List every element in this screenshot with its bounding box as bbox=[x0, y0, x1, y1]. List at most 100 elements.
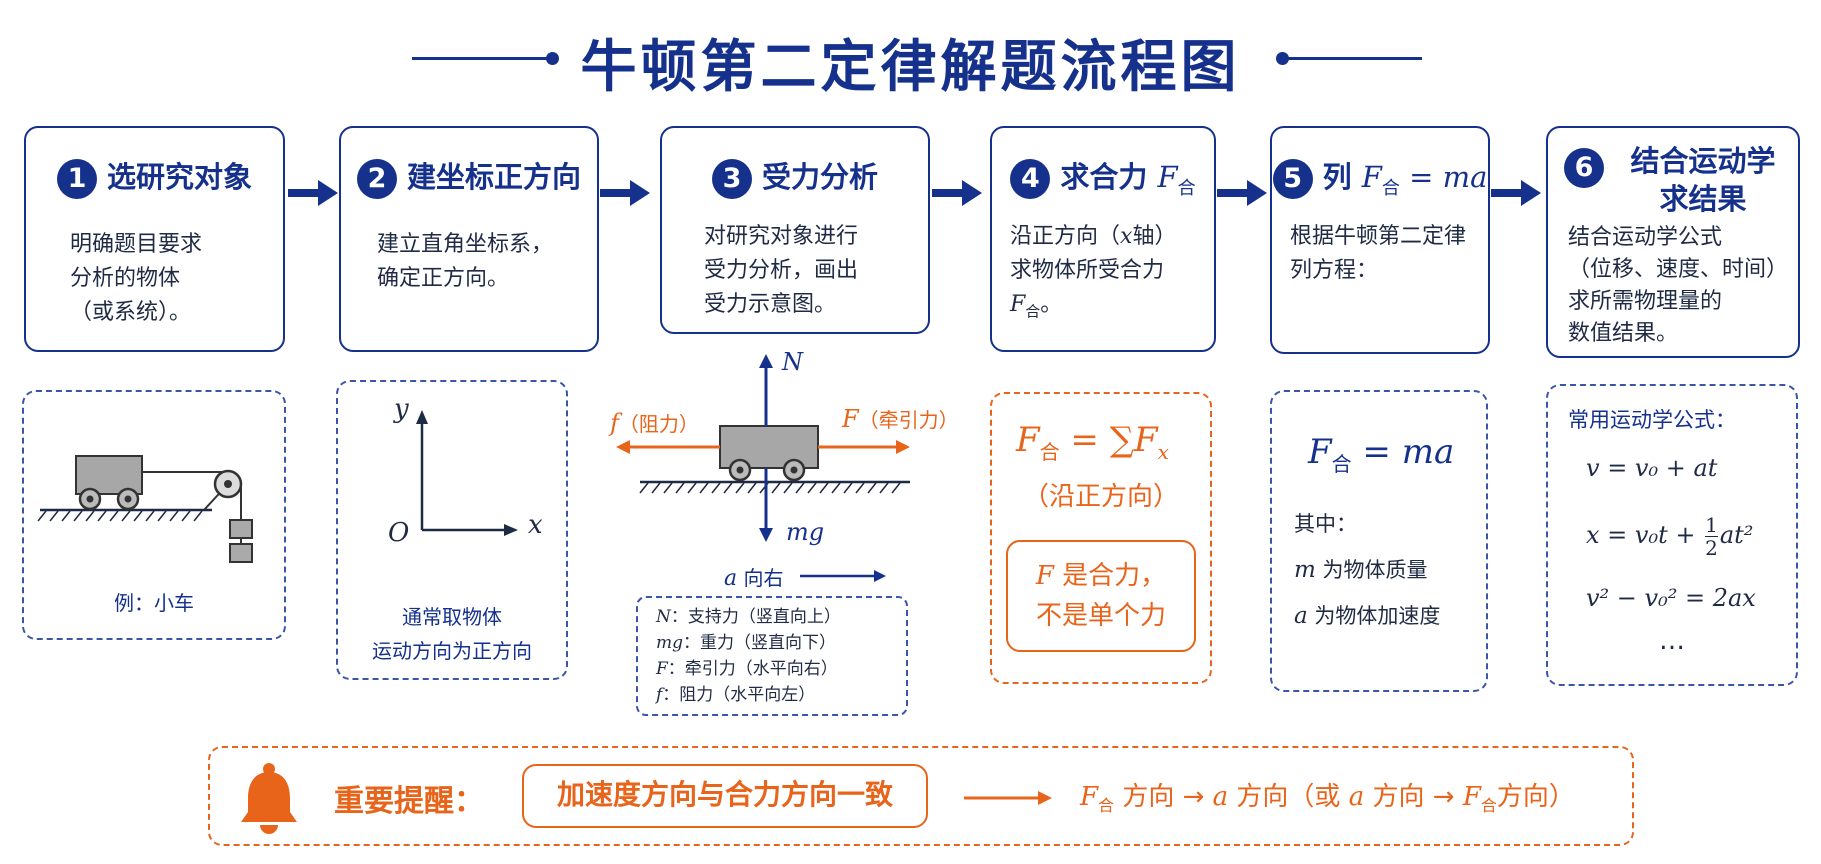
legend-text: ：阻力（水平向左） bbox=[662, 685, 816, 705]
legend-symbol: f bbox=[656, 685, 663, 705]
step-5-title-subscript: 合 bbox=[1381, 177, 1400, 199]
step-6-badge: 6 bbox=[1564, 148, 1604, 188]
equation-subscript: 合 bbox=[1331, 451, 1352, 476]
step-1-body: 明确题目要求 分析的物体 （或系统）。 bbox=[70, 232, 203, 325]
acceleration-text: 向右 bbox=[743, 566, 784, 590]
force-N-label: N bbox=[782, 348, 803, 376]
panel-1-example: 例：小车 bbox=[22, 390, 286, 640]
step-4-body-sub: 合 bbox=[1025, 302, 1041, 321]
step-3-badge: 3 bbox=[711, 159, 752, 199]
step-4-badge: 4 bbox=[1010, 159, 1051, 199]
net-force-subscript: 合 bbox=[1039, 439, 1060, 464]
net-force-warning-box: F 是合力， 不是单个力 bbox=[1006, 540, 1196, 652]
kinematics-heading: 常用运动学公式： bbox=[1568, 408, 1736, 432]
step-4-body-x: x bbox=[1120, 224, 1133, 249]
legend-text: ：支持力（竖直向上） bbox=[670, 607, 841, 627]
fraction-denominator: 2 bbox=[1705, 536, 1718, 560]
step-5-title-eq: = ma bbox=[1399, 160, 1488, 194]
fraction-numerator: 1 bbox=[1705, 513, 1718, 537]
origin-label: O bbox=[388, 518, 410, 548]
equation-intro: 其中： bbox=[1294, 512, 1357, 536]
rel-F2: F bbox=[1462, 782, 1481, 812]
force-f-symbol: f bbox=[610, 409, 619, 437]
force-diagram bbox=[616, 354, 910, 582]
y-axis-label: y bbox=[394, 394, 409, 424]
bell-icon bbox=[241, 763, 297, 834]
step-1-title: 选研究对象 bbox=[106, 160, 252, 194]
legend-item-mg: mg：重力（竖直向下） bbox=[656, 630, 906, 656]
net-force-formula: F合 = ∑Fx bbox=[1016, 420, 1169, 465]
reminder-label: 重要提醒： bbox=[334, 784, 484, 819]
net-force-x: x bbox=[1157, 439, 1169, 464]
formula-velocity: v = v₀ + at bbox=[1586, 454, 1718, 482]
rel-text4: 方向） bbox=[1496, 782, 1575, 812]
force-F-symbol: F bbox=[842, 405, 859, 433]
step-5-body: 根据牛顿第二定律 列方程： bbox=[1290, 224, 1467, 283]
accel-symbol: a bbox=[1294, 603, 1308, 629]
equation-rhs: = ma bbox=[1351, 432, 1455, 472]
arrow-2-3 bbox=[600, 180, 650, 206]
net-force-note: （沿正方向） bbox=[1022, 482, 1179, 512]
acceleration-direction-label: a 向右 bbox=[724, 562, 783, 591]
reminder-arrow bbox=[964, 791, 1052, 805]
page-title: 牛顿第二定律解题流程图 bbox=[580, 35, 1241, 100]
step-5-badge: 5 bbox=[1272, 159, 1313, 199]
step-4-body-end: 。 bbox=[1040, 292, 1063, 317]
step-4-body-F: F bbox=[1010, 292, 1026, 317]
panel-5-equation: F合 = ma 其中： m 为物体质量 a 为物体加速度 bbox=[1270, 390, 1488, 692]
step-6-body: 结合运动学公式 （位移、速度、时间） 求所需物理量的 数值结果。 bbox=[1568, 225, 1789, 346]
step-5-title-F: F bbox=[1361, 160, 1382, 194]
step-6-title: 结合运动学 求结果 bbox=[1630, 144, 1776, 216]
rel-text1: 方向 → bbox=[1114, 782, 1213, 812]
newton-equation: F合 = ma bbox=[1308, 432, 1454, 477]
formula-ellipsis: … bbox=[1659, 626, 1685, 656]
legend-symbol: N bbox=[656, 607, 671, 627]
accel-text: 为物体加速度 bbox=[1307, 604, 1441, 628]
reminder-bar: 重要提醒： 加速度方向与合力方向一致 F合 方向 → a 方向（或 a 方向 →… bbox=[208, 746, 1634, 846]
force-legend: N：支持力（竖直向上） mg：重力（竖直向下） F：牵引力（水平向右） f：阻力… bbox=[636, 596, 908, 716]
step-6-badge-wrap: 6 bbox=[1564, 148, 1614, 188]
acceleration-symbol: a bbox=[724, 566, 738, 591]
reminder-box: 加速度方向与合力方向一致 bbox=[522, 764, 928, 828]
step-1-badge: 1 bbox=[56, 159, 97, 199]
legend-item-f: f：阻力（水平向左） bbox=[656, 682, 906, 708]
rel-text2: 方向（或 bbox=[1228, 782, 1349, 812]
step-4-body-line1: 沿正方向（ bbox=[1010, 224, 1121, 249]
step-4-body-line1b: 轴） bbox=[1132, 224, 1177, 249]
rel-a2: a bbox=[1348, 782, 1365, 812]
formula-displacement-a: x = v₀t + bbox=[1586, 521, 1704, 549]
step-1-box: 1 选研究对象 明确题目要求 分析的物体 （或系统）。 bbox=[24, 126, 285, 352]
step-3-title: 受力分析 bbox=[761, 160, 878, 194]
rel-F1: F bbox=[1080, 782, 1099, 812]
formula-velocity-displacement: v² − v₀² = 2ax bbox=[1586, 584, 1756, 612]
force-F-text: （牵引力） bbox=[858, 408, 959, 432]
equation-F: F bbox=[1308, 432, 1332, 472]
force-f-label: f（阻力） bbox=[610, 408, 699, 437]
net-force-F: F bbox=[1016, 420, 1040, 460]
legend-text: ：重力（竖直向下） bbox=[683, 633, 837, 653]
title-dot-left bbox=[546, 52, 559, 65]
mass-symbol: m bbox=[1294, 557, 1316, 583]
step-4-body-line2: 求物体所受合力 bbox=[1010, 258, 1165, 283]
warning-line1: 是合力， bbox=[1053, 561, 1167, 591]
panel-1-caption: 例：小车 bbox=[114, 591, 194, 615]
panel-2-caption: 通常取物体 运动方向为正方向 bbox=[372, 605, 532, 663]
title-line-left bbox=[412, 57, 552, 60]
mass-text: 为物体质量 bbox=[1315, 558, 1428, 582]
step-4-title: 求合力 bbox=[1060, 160, 1148, 194]
arrow-4-5 bbox=[1217, 180, 1267, 206]
coordinate-axes-diagram bbox=[416, 410, 518, 536]
rel-a1: a bbox=[1212, 782, 1229, 812]
step-4-title-subscript: 合 bbox=[1177, 177, 1196, 199]
force-mg-label: mg bbox=[786, 518, 825, 546]
net-force-sum: = ∑F bbox=[1070, 420, 1158, 460]
legend-text: ：牵引力（水平向右） bbox=[667, 659, 838, 679]
step-5-title: 列 bbox=[1322, 160, 1352, 194]
